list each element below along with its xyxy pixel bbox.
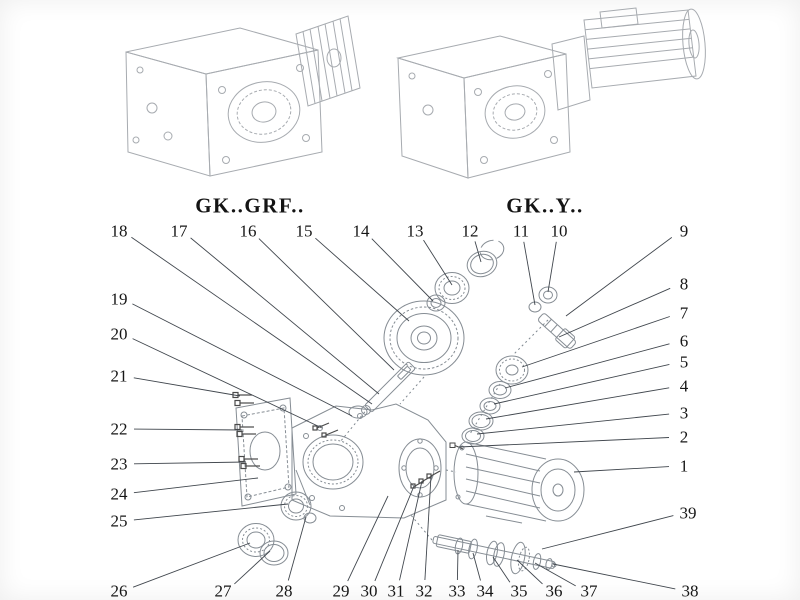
part-number-27: 27 (214, 581, 232, 600)
gearbox-y-drawing (396, 7, 706, 179)
large-gear-drawing (383, 300, 465, 376)
part-number-9: 9 (679, 221, 689, 241)
part-number-28: 28 (275, 581, 293, 600)
part-number-10: 10 (550, 221, 568, 241)
part-number-7: 7 (679, 303, 689, 323)
part-number-5: 5 (679, 352, 689, 372)
part-number-12: 12 (461, 221, 479, 241)
part-number-25: 25 (110, 511, 128, 531)
part-number-18: 18 (110, 221, 128, 241)
part-number-29: 29 (332, 581, 350, 600)
part-number-2: 2 (679, 427, 689, 447)
part-number-13: 13 (406, 221, 424, 241)
part-number-37: 37 (580, 581, 598, 600)
part-number-36: 36 (545, 581, 563, 600)
flange-plate-drawing (235, 397, 297, 507)
part-number-1: 1 (679, 456, 689, 476)
assembly-axis-lines (339, 319, 549, 541)
variant-label-y: GK..Y.. (506, 193, 584, 218)
part-number-33: 33 (448, 581, 466, 600)
part-number-8: 8 (679, 274, 689, 294)
variant-label-grf: GK..GRF.. (195, 193, 305, 218)
part-number-11: 11 (512, 221, 530, 241)
motor-drawing (453, 441, 585, 524)
part-number-38: 38 (681, 581, 699, 600)
part-number-19: 19 (110, 289, 128, 309)
part-number-35: 35 (510, 581, 528, 600)
upper-bearing-drawing (434, 272, 470, 304)
part-number-31: 31 (387, 581, 405, 600)
part-number-20: 20 (110, 324, 128, 344)
part-number-21: 21 (110, 366, 128, 386)
part-number-15: 15 (295, 221, 313, 241)
output-shaft-assembly-drawing (432, 534, 557, 575)
part-number-6: 6 (679, 331, 689, 351)
leader-lines (131, 236, 676, 590)
part-number-14: 14 (352, 221, 370, 241)
lower-bearings-drawing (237, 491, 317, 566)
pinion-shaft-drawing (538, 313, 576, 349)
part-number-34: 34 (476, 581, 494, 600)
gearbox-grf-drawing (125, 15, 361, 177)
part-number-30: 30 (360, 581, 378, 600)
part-number-22: 22 (110, 419, 128, 439)
part-number-24: 24 (110, 484, 128, 504)
part-number-23: 23 (110, 454, 128, 474)
part-number-32: 32 (415, 581, 433, 600)
part-number-4: 4 (679, 376, 689, 396)
part-number-17: 17 (170, 221, 188, 241)
part-number-16: 16 (239, 221, 257, 241)
part-number-3: 3 (679, 403, 689, 423)
part-number-26: 26 (110, 581, 128, 600)
part-number-39: 39 (679, 503, 697, 523)
